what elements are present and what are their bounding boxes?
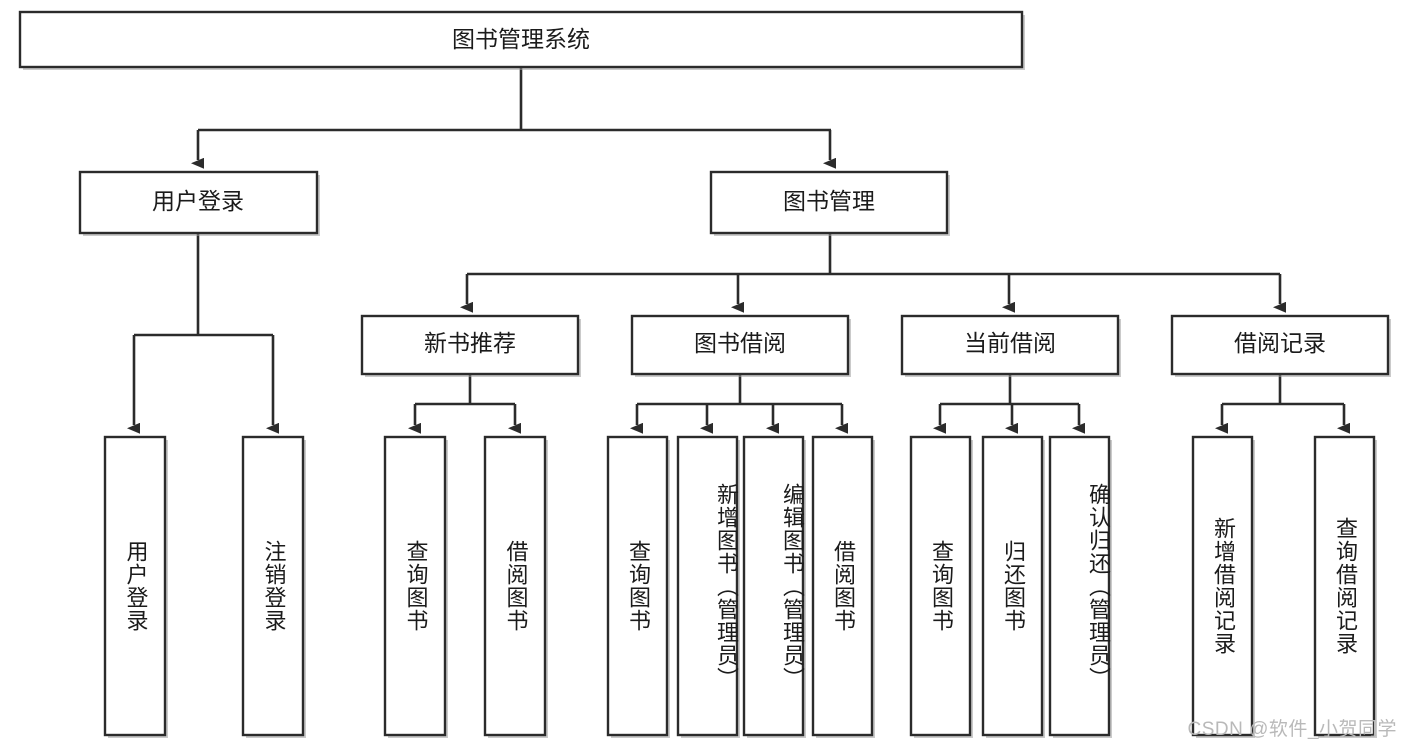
- node-current-borrow-label: 当前借阅: [964, 330, 1056, 356]
- node-leaf-add-book-admin[interactable]: [676, 435, 740, 738]
- node-leaf-return-book[interactable]: [981, 435, 1045, 738]
- node-book-borrow-label: 图书借阅: [694, 330, 786, 356]
- node-leaf-logout[interactable]: [241, 435, 306, 738]
- edge-new-book-bus: [415, 374, 515, 406]
- node-new-book-recommend-label: 新书推荐: [424, 330, 516, 356]
- csdn-watermark: CSDN @软件_小贺同学: [1187, 719, 1397, 740]
- node-leaf-borrow-book-bb[interactable]: [811, 435, 875, 738]
- node-leaf-user-login[interactable]: [103, 435, 168, 738]
- edge-borrow-bus: [637, 374, 842, 406]
- node-root[interactable]: 图书管理系统: [18, 10, 1025, 70]
- node-new-book-recommend[interactable]: 新书推荐: [360, 314, 581, 377]
- node-current-borrow[interactable]: 当前借阅: [900, 314, 1121, 377]
- edge-book-management-bus: [467, 233, 1280, 276]
- node-leaf-add-borrow-record[interactable]: [1191, 435, 1255, 738]
- node-book-management-label: 图书管理: [783, 188, 875, 214]
- edge-current-bus: [940, 374, 1079, 406]
- node-book-management[interactable]: 图书管理: [709, 170, 950, 236]
- node-user-login[interactable]: 用户登录: [78, 170, 320, 236]
- edge-record-bus: [1222, 374, 1344, 406]
- edges-layer: [127, 67, 1350, 434]
- edge-user-login-bus: [134, 233, 273, 337]
- node-borrow-record[interactable]: 借阅记录: [1170, 314, 1391, 377]
- nodes-layer: 图书管理系统 用户登录 图书管理 新书推荐 图书: [18, 10, 1391, 738]
- node-user-login-label: 用户登录: [152, 188, 244, 214]
- node-book-borrow[interactable]: 图书借阅: [630, 314, 851, 377]
- node-leaf-query-book-bb[interactable]: [606, 435, 670, 738]
- node-leaf-edit-book-admin[interactable]: [742, 435, 806, 738]
- node-borrow-record-label: 借阅记录: [1234, 330, 1326, 356]
- node-leaf-query-borrow-record[interactable]: [1313, 435, 1377, 738]
- node-leaf-confirm-return-admin[interactable]: [1048, 435, 1112, 738]
- node-root-label: 图书管理系统: [452, 26, 590, 52]
- edge-root-bus: [198, 67, 831, 132]
- node-leaf-query-book-nb[interactable]: [383, 435, 448, 738]
- node-leaf-query-book-cb[interactable]: [909, 435, 973, 738]
- node-leaf-borrow-book-nb[interactable]: [483, 435, 548, 738]
